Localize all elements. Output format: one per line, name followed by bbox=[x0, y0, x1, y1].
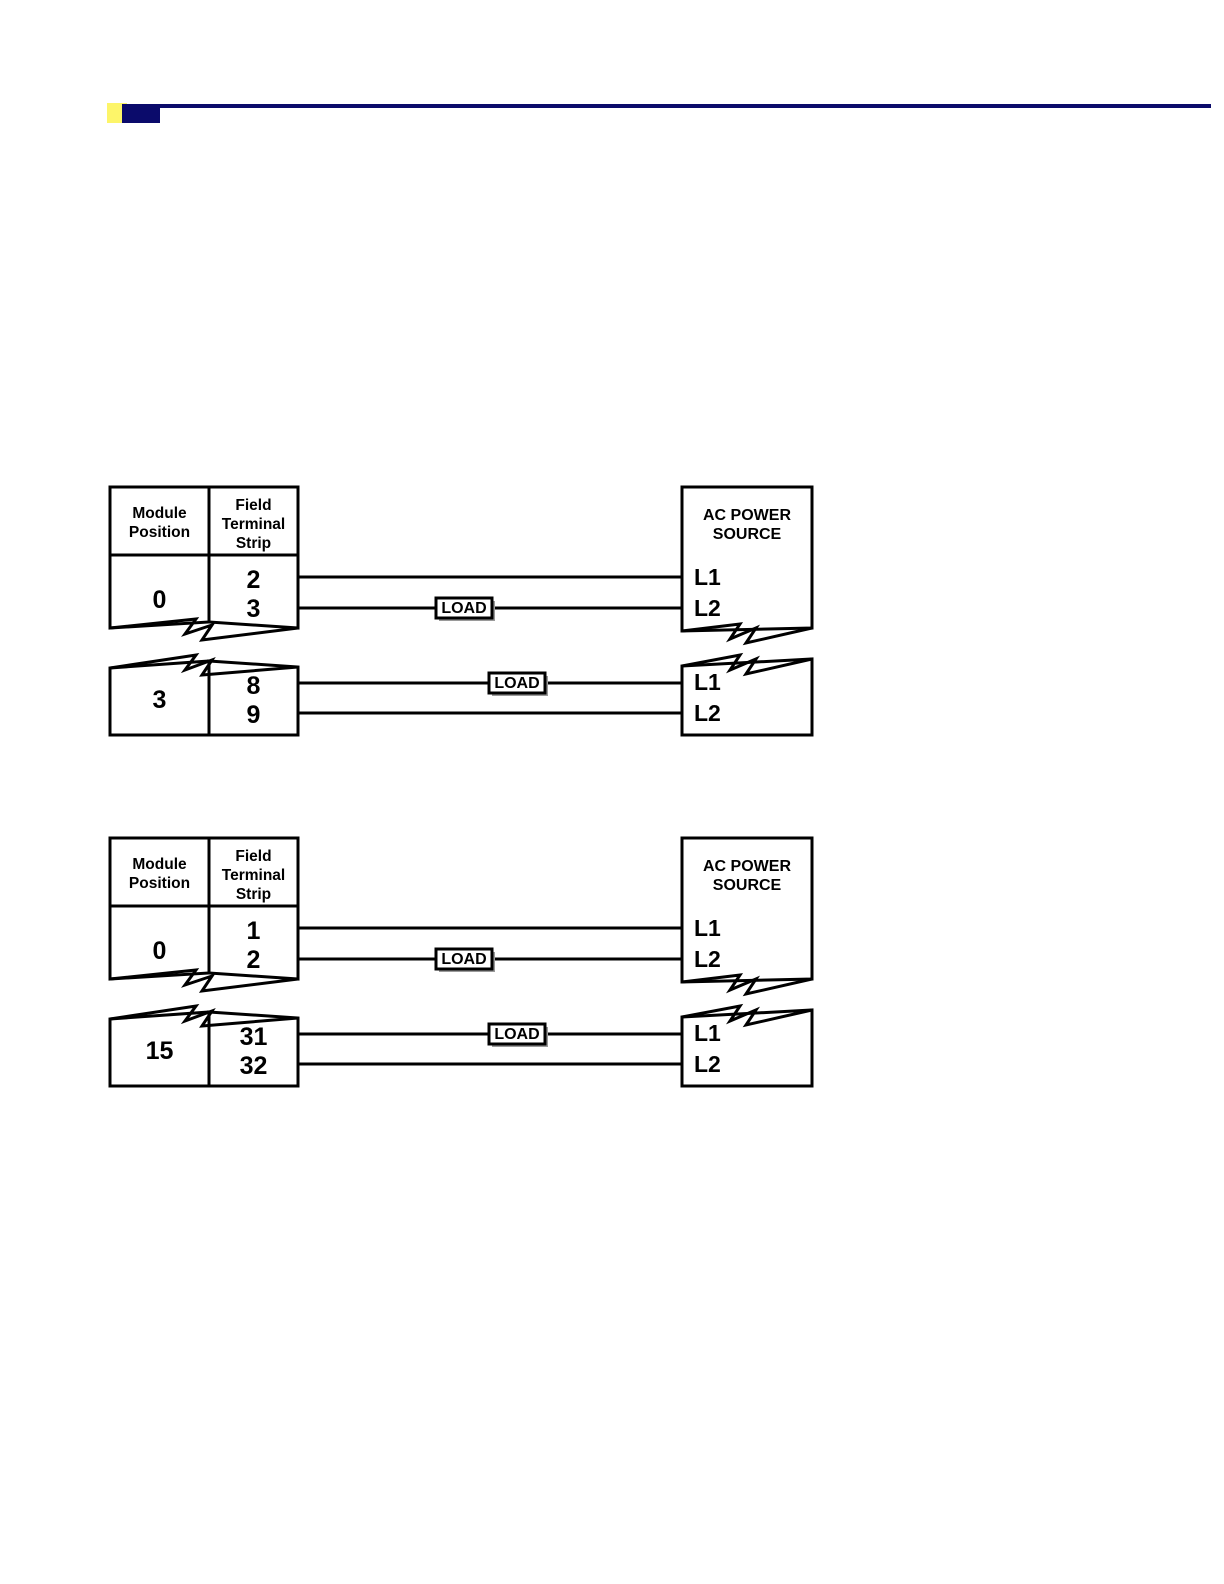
module-position-value-2-row2: 15 bbox=[146, 1037, 174, 1065]
diagram-2: Module Position Field Terminal Strip 0 1… bbox=[108, 836, 814, 1088]
load-box-row2 bbox=[487, 671, 547, 695]
load-label-2-row1: LOAD bbox=[441, 951, 486, 968]
module-position-label-2-line1: Module bbox=[132, 856, 187, 873]
load-box-row1 bbox=[434, 596, 494, 620]
ac-power-label-2-line1: AC POWER bbox=[703, 858, 791, 875]
ac-power-label-2-line2: SOURCE bbox=[713, 877, 782, 894]
break-line-table-row2 bbox=[109, 652, 299, 677]
load-box-2-row1 bbox=[434, 947, 494, 971]
terminal-value-top-2-row2: 31 bbox=[240, 1023, 268, 1051]
field-terminal-label-line3: Strip bbox=[236, 535, 271, 552]
header-navy-block bbox=[122, 104, 160, 123]
break-line-ac-row2 bbox=[681, 652, 813, 677]
field-terminal-label-2-line1: Field bbox=[235, 848, 271, 865]
module-position-value-2: 0 bbox=[153, 937, 167, 965]
ac-l2-label-row1: L2 bbox=[694, 595, 721, 621]
module-position-label-line1: Module bbox=[132, 505, 187, 522]
field-terminal-value-cell-row2 bbox=[207, 659, 300, 737]
module-position-value-row2: 3 bbox=[153, 686, 167, 714]
break-line-table-2-row2 bbox=[109, 1003, 299, 1028]
load-label-2-row2: LOAD bbox=[494, 1026, 539, 1043]
terminal-value-bottom-row2: 9 bbox=[247, 701, 261, 729]
ac-l1-label-2-row1: L1 bbox=[694, 915, 721, 941]
break-line-ac-row1 bbox=[681, 622, 813, 646]
module-position-header-cell-2 bbox=[108, 836, 211, 908]
ac-l1-label-2-row2: L1 bbox=[694, 1020, 721, 1046]
field-terminal-label-2-line3: Strip bbox=[236, 886, 271, 903]
diagram-1: Module Position Field Terminal Strip 0 2… bbox=[108, 485, 814, 737]
terminal-value-top-row2: 8 bbox=[247, 672, 261, 700]
field-terminal-value-cell-2-row2 bbox=[207, 1010, 300, 1088]
ac-l2-label-row2: L2 bbox=[694, 700, 721, 726]
ac-l1-label-row1: L1 bbox=[694, 564, 721, 590]
field-terminal-header-cell bbox=[207, 485, 300, 557]
module-position-label-2-line2: Position bbox=[129, 875, 190, 892]
field-terminal-label-line1: Field bbox=[235, 497, 271, 514]
load-label-row1: LOAD bbox=[441, 600, 486, 617]
ac-l2-label-2-row2: L2 bbox=[694, 1051, 721, 1077]
ac-power-source-box-2-row2 bbox=[680, 1008, 814, 1088]
header-rule bbox=[158, 104, 1211, 108]
ac-l2-label-2-row1: L2 bbox=[694, 946, 721, 972]
ac-power-label-line2: SOURCE bbox=[713, 526, 782, 543]
ac-l1-label-row2: L1 bbox=[694, 669, 721, 695]
load-box-2-row2 bbox=[487, 1022, 547, 1046]
terminal-value-top-2: 1 bbox=[247, 917, 261, 945]
ac-power-label-line1: AC POWER bbox=[703, 507, 791, 524]
terminal-value-bottom-2: 2 bbox=[247, 946, 261, 974]
break-line-table-2-row1 bbox=[109, 968, 299, 993]
terminal-value-bottom-2-row2: 32 bbox=[240, 1052, 268, 1080]
load-label-row2: LOAD bbox=[494, 675, 539, 692]
break-line-ac-2-row2 bbox=[681, 1003, 813, 1028]
module-position-value: 0 bbox=[153, 586, 167, 614]
break-line-table-row1 bbox=[109, 617, 299, 642]
terminal-value-bottom: 3 bbox=[247, 595, 261, 623]
field-terminal-label-2-line2: Terminal bbox=[222, 867, 285, 884]
break-line-ac-2-row1 bbox=[681, 973, 813, 997]
module-position-label-line2: Position bbox=[129, 524, 190, 541]
ac-power-source-box-row2 bbox=[680, 657, 814, 737]
module-position-header-cell bbox=[108, 485, 211, 557]
field-terminal-label-line2: Terminal bbox=[222, 516, 285, 533]
terminal-value-top: 2 bbox=[247, 566, 261, 594]
